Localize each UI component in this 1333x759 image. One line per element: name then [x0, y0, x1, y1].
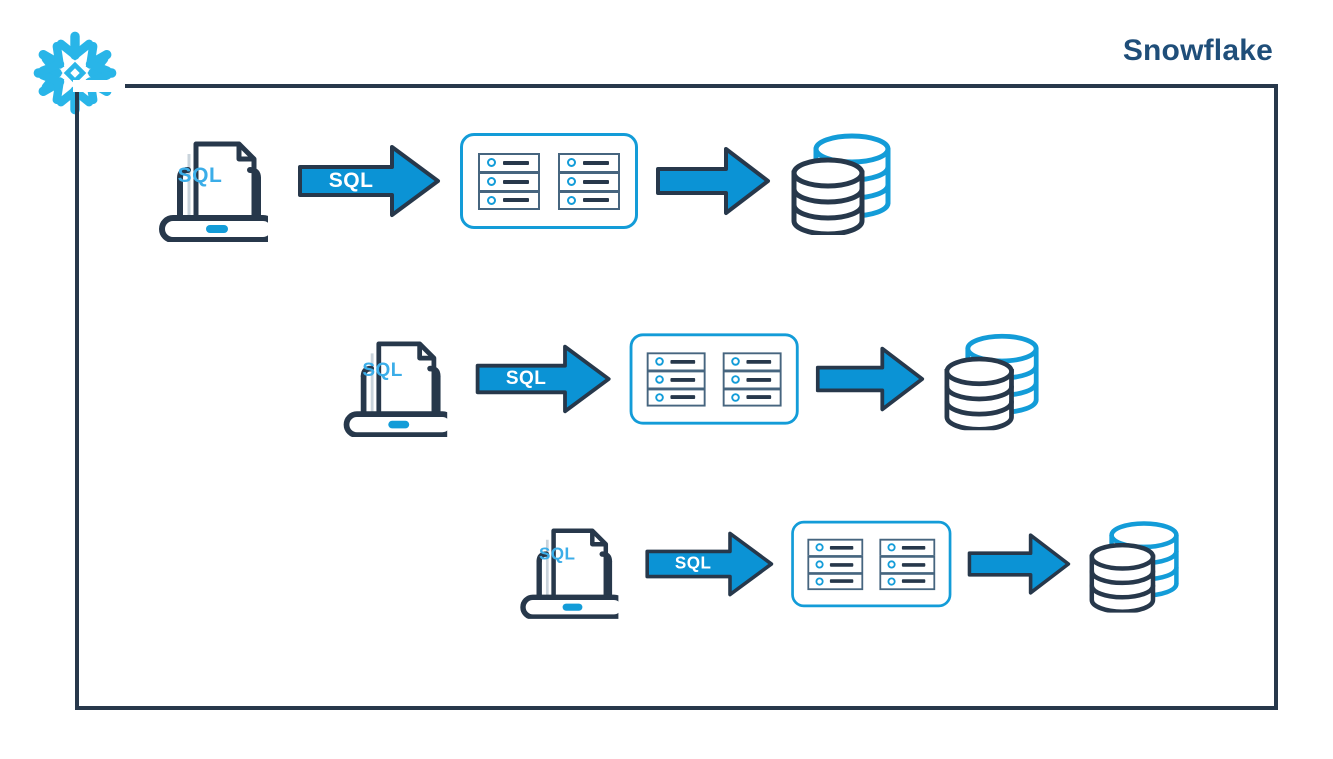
- server-bar: [583, 198, 609, 202]
- database-stack-icon: [788, 127, 894, 235]
- frame-logo-gap-mask: [73, 80, 125, 92]
- server-rack-icon: [460, 133, 638, 229]
- server-led-icon: [567, 177, 576, 186]
- server-slot: [879, 538, 936, 556]
- server-slot: [807, 555, 864, 573]
- server-slot: [558, 152, 620, 172]
- server-led-icon: [731, 375, 740, 384]
- server-slot: [478, 152, 540, 172]
- laptop-icon: SQL: [318, 321, 448, 437]
- server-rack: [646, 351, 706, 407]
- server-slot: [722, 351, 782, 370]
- server-slot: [478, 190, 540, 210]
- database-stack-icon: [941, 328, 1042, 431]
- server-led-icon: [487, 158, 496, 167]
- server-bar: [503, 179, 529, 184]
- server-bar: [746, 395, 772, 399]
- pipeline-row: SQL SQL: [318, 321, 1042, 437]
- arrow-right-icon: SQL: [474, 341, 613, 417]
- server-bar: [583, 160, 609, 165]
- server-rack: [558, 152, 620, 210]
- content-frame: [75, 84, 1278, 710]
- server-bar: [829, 562, 854, 567]
- database-stack-icon: [1086, 515, 1181, 613]
- server-rack-icon: [791, 520, 952, 608]
- server-led-icon: [815, 577, 824, 586]
- laptop-icon: SQL: [496, 509, 619, 619]
- server-bar: [901, 545, 926, 550]
- server-bar: [670, 395, 696, 399]
- server-bar: [503, 160, 529, 165]
- pipeline-row: SQL SQL: [496, 509, 1182, 619]
- server-led-icon: [567, 195, 576, 205]
- server-slot: [722, 369, 782, 389]
- server-bar: [901, 579, 926, 583]
- arrow-right-icon: SQL: [296, 141, 442, 221]
- server-bar: [670, 377, 696, 382]
- server-led-icon: [567, 158, 576, 167]
- page-title: Snowflake: [1122, 34, 1273, 67]
- server-bar: [901, 562, 926, 567]
- pipeline-row: SQL SQL: [132, 120, 894, 242]
- server-led-icon: [487, 177, 496, 186]
- server-rack: [722, 351, 782, 407]
- server-slot: [646, 369, 706, 389]
- server-slot: [646, 351, 706, 370]
- server-slot: [478, 171, 540, 191]
- server-led-icon: [815, 543, 824, 552]
- server-led-icon: [655, 375, 664, 384]
- server-bar: [670, 359, 696, 364]
- laptop-icon: SQL: [132, 120, 268, 242]
- server-led-icon: [731, 392, 740, 402]
- server-led-icon: [655, 357, 664, 366]
- server-led-icon: [887, 560, 896, 569]
- arrow-right-icon: [656, 141, 772, 221]
- server-slot: [558, 190, 620, 210]
- server-bar: [746, 377, 772, 382]
- server-bar: [583, 179, 609, 184]
- server-bar: [503, 198, 529, 202]
- server-led-icon: [887, 577, 896, 586]
- server-slot: [807, 538, 864, 556]
- server-bar: [829, 579, 854, 583]
- server-slot: [558, 171, 620, 191]
- arrow-right-icon: [815, 341, 926, 417]
- server-bar: [829, 545, 854, 550]
- arrow-right-icon: SQL: [644, 528, 775, 600]
- server-slot: [807, 572, 864, 590]
- server-led-icon: [655, 392, 664, 402]
- server-rack: [807, 538, 864, 590]
- server-led-icon: [887, 543, 896, 552]
- server-led-icon: [731, 357, 740, 366]
- server-slot: [879, 572, 936, 590]
- server-slot: [722, 388, 782, 407]
- server-rack: [879, 538, 936, 590]
- server-slot: [879, 555, 936, 573]
- arrow-right-icon: [967, 528, 1072, 600]
- server-led-icon: [487, 195, 496, 205]
- server-led-icon: [815, 560, 824, 569]
- server-rack: [478, 152, 540, 210]
- server-rack-icon: [629, 333, 799, 425]
- server-bar: [746, 359, 772, 364]
- server-slot: [646, 388, 706, 407]
